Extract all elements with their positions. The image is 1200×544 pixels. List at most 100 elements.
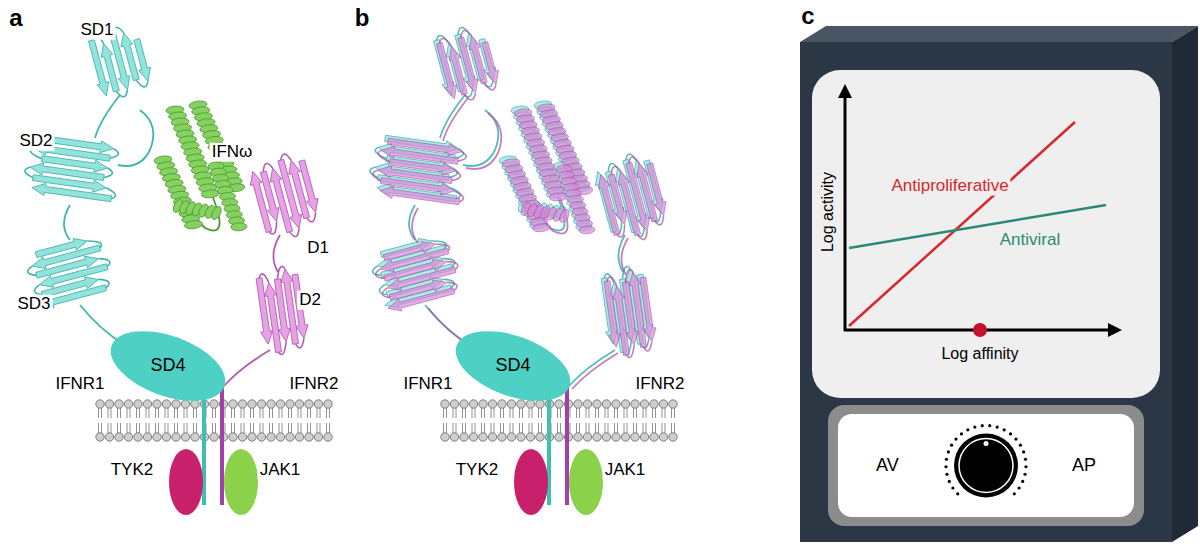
monitor: [800, 26, 1198, 542]
lipid-tail: [165, 408, 166, 418]
lipid-head: [593, 433, 601, 441]
lipid-tail: [253, 423, 254, 433]
lipid-head: [162, 400, 170, 408]
lipid-head: [257, 433, 265, 441]
lipid-tail: [158, 408, 159, 418]
lipid-tail: [187, 408, 188, 418]
lipid-head: [172, 400, 180, 408]
monitor-front: [800, 42, 1172, 542]
lipid-tail: [291, 423, 292, 433]
dial-tick: [956, 492, 959, 495]
lipid-tail: [291, 408, 292, 418]
lipid-tail: [462, 408, 463, 418]
dial-tick: [948, 480, 951, 483]
part-label: SD2: [17, 132, 54, 151]
lipid-tail: [652, 408, 653, 418]
lipid-tail: [443, 423, 444, 433]
lipid-tail: [472, 423, 473, 433]
subdomain-ellipse: SD4: [451, 334, 575, 398]
lipid-tail: [298, 408, 299, 418]
lipid-tail: [225, 423, 226, 433]
lipid-head: [124, 400, 132, 408]
dial-tick: [951, 486, 954, 489]
lipid-tail: [608, 423, 609, 433]
lipid-tail: [579, 423, 580, 433]
part-label: TYK2: [109, 461, 156, 480]
loop: [458, 152, 466, 162]
lipid-tail: [146, 423, 147, 433]
lipid-tail: [586, 408, 587, 418]
lipid-tail: [456, 423, 457, 433]
transmembrane-helix: [565, 384, 569, 505]
lipid-tail: [155, 423, 156, 433]
lipid-tail: [453, 423, 454, 433]
lipid-head: [507, 400, 515, 408]
lipid-tail: [513, 423, 514, 433]
coil: [224, 350, 270, 386]
lipid-head: [650, 433, 658, 441]
lipid-tail: [671, 408, 672, 418]
lipid-head: [469, 433, 477, 441]
lipid-head: [498, 400, 506, 408]
lipid-head: [593, 400, 601, 408]
loop: [452, 171, 461, 181]
lipid-tail: [627, 423, 628, 433]
part-label: JAK1: [258, 461, 303, 480]
dial-tick: [947, 450, 950, 453]
lipid-head: [276, 433, 284, 441]
lipid-head: [450, 400, 458, 408]
protein-complex: [370, 27, 663, 386]
beta-strand: [32, 184, 112, 202]
dial-tick: [1019, 444, 1022, 447]
dial-tick: [1017, 486, 1020, 489]
beta-strand: [89, 40, 109, 96]
lipid-tail: [538, 408, 539, 418]
lipid-head: [162, 433, 170, 441]
lipid-tail: [519, 423, 520, 433]
panel-letter: c: [799, 3, 816, 29]
lipid-head: [441, 433, 449, 441]
part-label: D1: [305, 239, 331, 258]
lipid-tail: [598, 408, 599, 418]
lipid-tail: [500, 408, 501, 418]
beta-strand: [388, 288, 455, 311]
lipid-tail: [184, 408, 185, 418]
antiproliferative-line: [849, 122, 1075, 326]
lipid-tail: [624, 408, 625, 418]
lipid-tail: [127, 408, 128, 418]
lipid-tail: [532, 408, 533, 418]
lipid-tail: [595, 408, 596, 418]
lipid-head: [536, 433, 544, 441]
lipid-tail: [614, 423, 615, 433]
lipid-head: [153, 400, 161, 408]
lipid-tail: [193, 423, 194, 433]
lipid-tail: [279, 423, 280, 433]
lipid-head: [115, 400, 123, 408]
lipid-head: [295, 400, 303, 408]
chart-label: Antiproliferative: [889, 177, 1010, 196]
loop: [611, 166, 620, 174]
lipid-tail: [282, 408, 283, 418]
membrane-group: [96, 380, 332, 515]
lipid-tail: [177, 423, 178, 433]
lipid-tail: [475, 408, 476, 418]
dial-label: AV: [876, 456, 899, 476]
dial-tick: [1003, 428, 1006, 431]
lipid-tail: [643, 408, 644, 418]
dial-tick: [1013, 492, 1016, 495]
dial-tick: [945, 458, 948, 461]
lipid-tail: [155, 408, 156, 418]
lipid-tail: [193, 408, 194, 418]
lipid-head: [181, 433, 189, 441]
dial-tick: [1024, 465, 1027, 468]
lipid-tail: [250, 408, 251, 418]
coil: [621, 238, 628, 275]
loop: [484, 83, 496, 90]
lipid-tail: [108, 423, 109, 433]
lipid-tail: [269, 423, 270, 433]
dial-ring: [959, 439, 1013, 493]
lipid-tail: [586, 423, 587, 433]
lipid-head: [507, 433, 515, 441]
lipid-tail: [279, 408, 280, 418]
lipid-head: [612, 433, 620, 441]
